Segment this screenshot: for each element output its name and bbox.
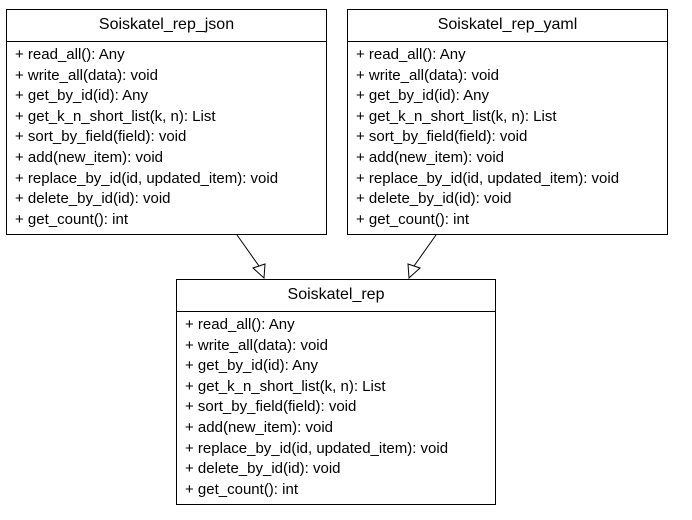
method: + add(new_item): void <box>356 148 504 166</box>
inheritance-arrowhead-yaml <box>407 263 421 280</box>
class-soiskatel-rep[interactable]: Soiskatel_rep + read_all(): Any + write_… <box>176 279 496 505</box>
method: + sort_by_field(field): void <box>356 128 528 146</box>
method: + get_k_n_short_list(k, n): List <box>15 107 216 125</box>
method: + write_all(data): void <box>15 66 158 84</box>
method: + write_all(data): void <box>356 66 499 84</box>
method: + get_count(): int <box>185 480 298 498</box>
class-name: Soiskatel_rep_yaml <box>348 10 667 42</box>
method-list: + read_all(): Any + write_all(data): voi… <box>348 42 667 230</box>
method: + read_all(): Any <box>356 46 466 63</box>
class-soiskatel-rep-json[interactable]: Soiskatel_rep_json + read_all(): Any + w… <box>6 9 327 235</box>
method: + get_count(): int <box>15 210 128 228</box>
class-name: Soiskatel_rep <box>177 280 495 312</box>
method: + delete_by_id(id): void <box>15 190 171 208</box>
method: + read_all(): Any <box>15 46 125 63</box>
method-list: + read_all(): Any + write_all(data): voi… <box>177 312 495 500</box>
method: + get_k_n_short_list(k, n): List <box>185 377 386 395</box>
inheritance-line-json <box>236 234 260 267</box>
inheritance-line-yaml <box>413 234 437 267</box>
method: + sort_by_field(field): void <box>185 398 357 416</box>
method: + get_k_n_short_list(k, n): List <box>356 107 557 125</box>
method: + sort_by_field(field): void <box>15 128 187 146</box>
method: + add(new_item): void <box>185 418 333 436</box>
method: + get_by_id(id): Any <box>185 357 319 375</box>
method: + add(new_item): void <box>15 148 163 166</box>
class-soiskatel-rep-yaml[interactable]: Soiskatel_rep_yaml + read_all(): Any + w… <box>347 9 668 235</box>
method: + get_by_id(id): Any <box>356 87 490 105</box>
inheritance-arrowhead-json <box>252 263 266 280</box>
method: + replace_by_id(id, updated_item): void <box>185 439 449 457</box>
method: + read_all(): Any <box>185 316 295 333</box>
method: + replace_by_id(id, updated_item): void <box>356 169 620 187</box>
method: + write_all(data): void <box>185 336 328 354</box>
method-list: + read_all(): Any + write_all(data): voi… <box>7 42 326 230</box>
class-name: Soiskatel_rep_json <box>7 10 326 42</box>
method: + get_by_id(id): Any <box>15 87 149 105</box>
method: + replace_by_id(id, updated_item): void <box>15 169 279 187</box>
method: + delete_by_id(id): void <box>185 460 341 478</box>
method: + get_count(): int <box>356 210 469 228</box>
method: + delete_by_id(id): void <box>356 190 512 208</box>
